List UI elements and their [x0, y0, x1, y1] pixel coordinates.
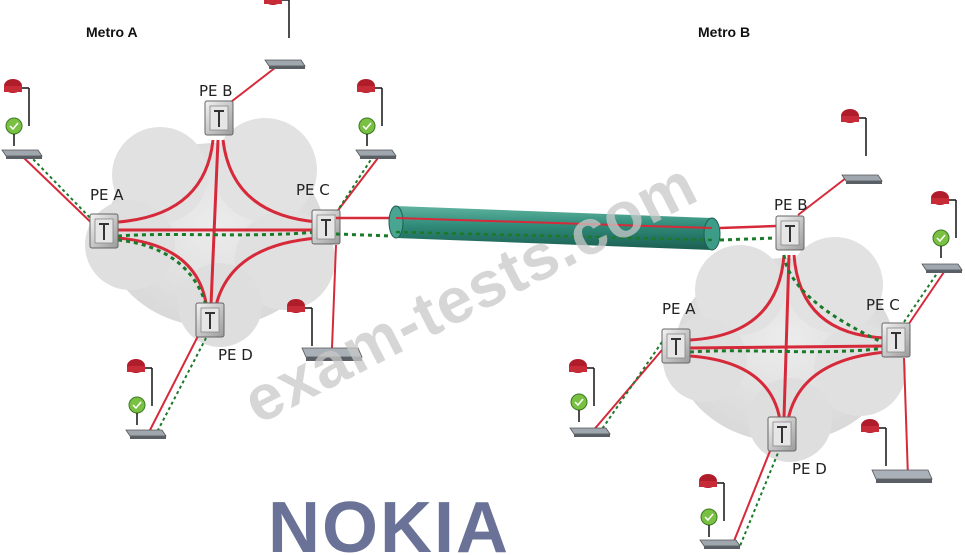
- metro-b-pe-b-switch: [775, 215, 805, 251]
- metro-b-title: Metro B: [698, 24, 750, 40]
- metro-a-pe-c-switch: [311, 209, 341, 245]
- metro-a-site-bottom-left: [125, 358, 167, 440]
- metro-a-pe-c-label: PE C: [296, 181, 330, 199]
- metro-b-pe-d-switch: [767, 416, 797, 452]
- metro-b-pe-c-label: PE C: [866, 296, 900, 314]
- metro-a-mesh: [117, 139, 319, 311]
- metro-b-dotted-path-b: [782, 254, 887, 346]
- metro-b-site-left: [568, 358, 611, 438]
- metro-b-site-top: [840, 108, 883, 185]
- metro-a-site-top: [263, 0, 306, 70]
- metro-a-pe-d-label: PE D: [218, 346, 253, 364]
- metro-a-pe-a-switch: [89, 213, 119, 249]
- metro-b: Metro B: [568, 24, 963, 550]
- metro-b-site-bottom: [698, 473, 741, 550]
- inter-metro-tunnel: [335, 205, 777, 251]
- metro-b-access-lines: [591, 177, 945, 547]
- metro-a-pe-a-label: PE A: [90, 186, 124, 204]
- metro-a-site-right: [355, 78, 397, 160]
- metro-b-mesh: [689, 254, 887, 421]
- metro-a-pe-d-switch: [195, 302, 225, 338]
- metro-a-access-lines: [23, 63, 379, 435]
- metro-a-pe-b-label: PE B: [199, 82, 233, 100]
- metro-a: Metro A: [1, 0, 397, 440]
- metro-b-pe-a-switch: [661, 328, 691, 364]
- metro-a-site-left: [1, 78, 43, 160]
- metro-a-title: Metro A: [86, 24, 138, 40]
- metro-b-site-bottom-right: [860, 418, 933, 484]
- metro-a-pe-b-switch: [204, 100, 234, 136]
- metro-b-dotted-path: [689, 346, 887, 354]
- metro-a-dotted-path-d: [117, 238, 209, 309]
- metro-b-pe-c-switch: [881, 322, 911, 358]
- metro-b-site-right: [921, 190, 963, 274]
- metro-b-pe-b-label: PE B: [774, 196, 808, 214]
- metro-b-pe-d-label: PE D: [792, 460, 827, 478]
- nokia-logo: NOKIA: [268, 488, 510, 555]
- metro-b-pe-a-label: PE A: [662, 300, 696, 318]
